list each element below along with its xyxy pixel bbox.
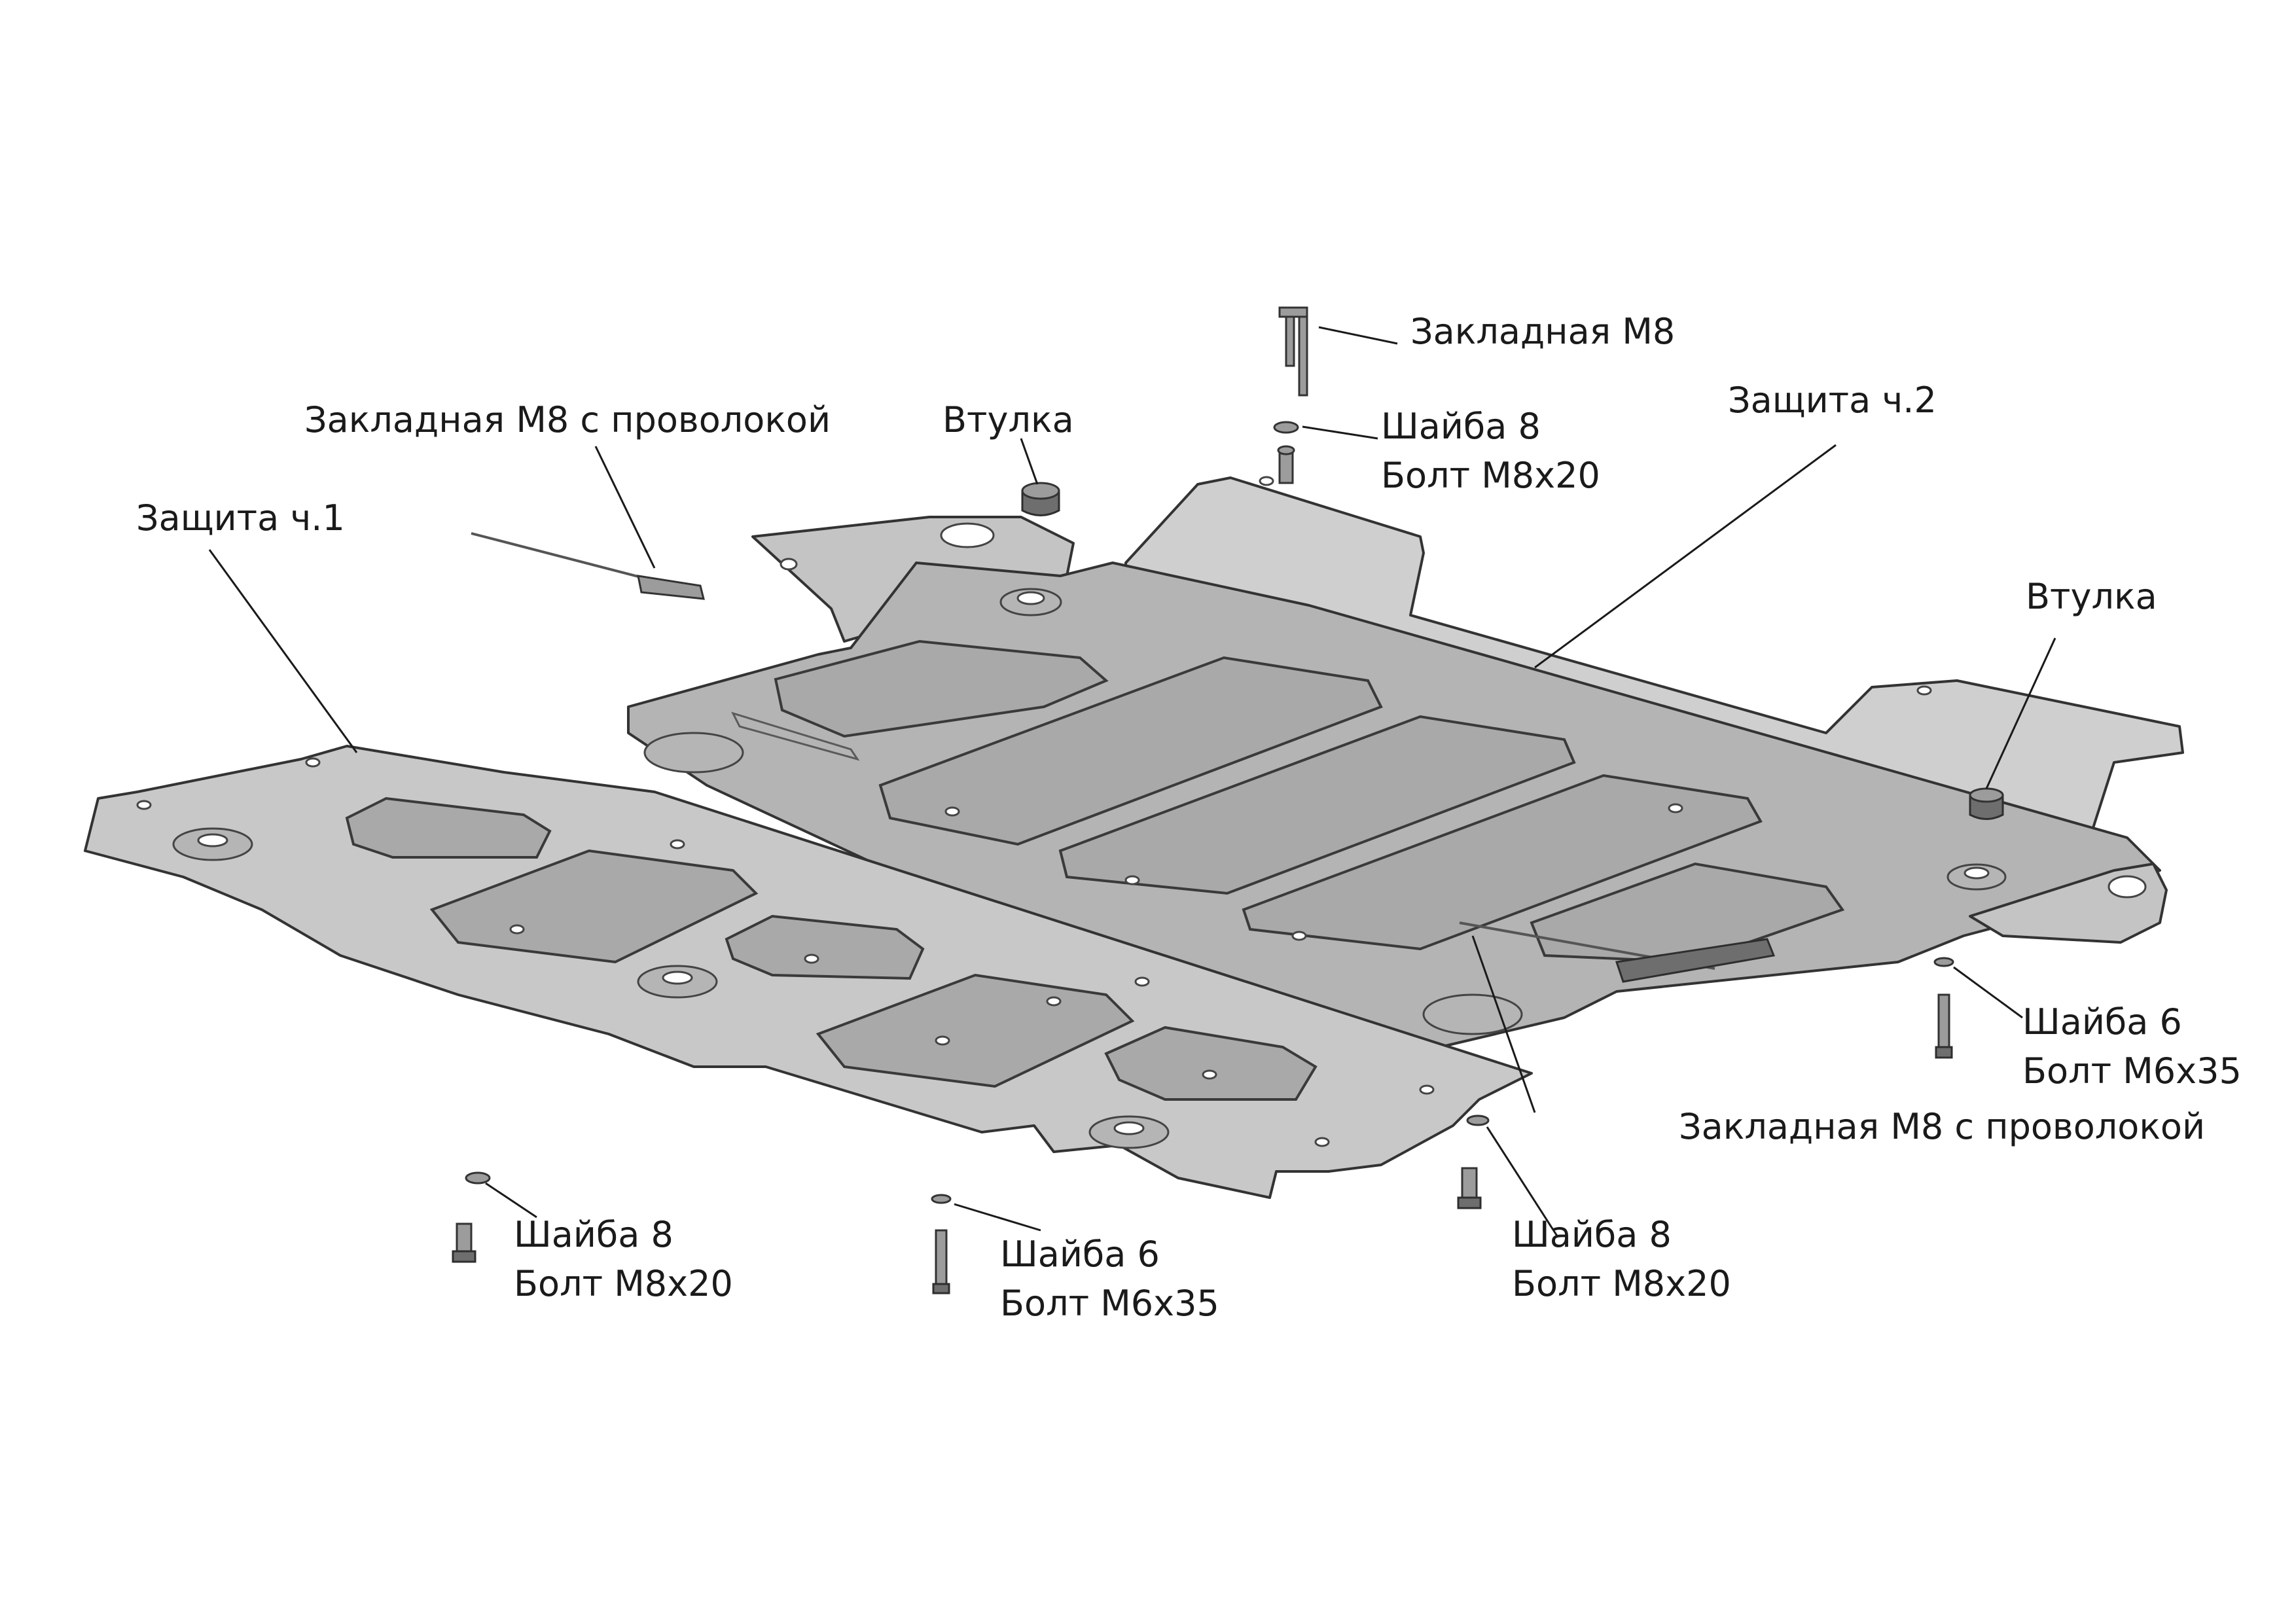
leader-lines	[208, 326, 2056, 1238]
label-bottom-middle-washer: Шайба 6	[1000, 1234, 1160, 1275]
label-right-bolt: Болт М6х35	[2022, 1050, 2242, 1092]
label-wire-insert-bottom: Закладная М8 с проволокой	[1679, 1106, 2205, 1147]
label-insert-m8: Закладная М8	[1410, 311, 1675, 352]
guard-part-1	[84, 745, 1533, 1199]
wire-insert-bottom	[1459, 921, 1776, 983]
label-wire-insert-top: Закладная М8 с проволокой	[304, 399, 831, 440]
label-bottom-right-bolt: Болт М8х20	[1512, 1263, 1731, 1304]
right-washer-and-bolt	[1933, 957, 1954, 1059]
label-guard-part-2: Защита ч.2	[1728, 380, 1937, 421]
label-bushing-right: Втулка	[2026, 576, 2157, 617]
label-bushing-left: Втулка	[942, 399, 1074, 440]
bottom-middle-washer-and-bolt	[931, 1194, 952, 1294]
label-bottom-left-washer: Шайба 8	[514, 1214, 673, 1255]
insert-m8	[1278, 306, 1308, 397]
bottom-left-washer-and-bolt	[452, 1171, 491, 1263]
label-bottom-right-washer: Шайба 8	[1512, 1214, 1672, 1255]
guard-part-2	[627, 476, 2184, 1061]
bushing-right	[1969, 787, 2004, 820]
label-right-washer: Шайба 6	[2022, 1001, 2182, 1043]
top-washer-and-bolt	[1273, 421, 1299, 484]
callout-labels: Защита ч.1 Защита ч.2 Закладная М8 с про…	[136, 311, 2242, 1324]
bottom-right-washer-and-bolt	[1457, 1115, 1490, 1209]
label-bottom-left-bolt: Болт М8х20	[514, 1263, 733, 1304]
bushing-left	[1021, 482, 1060, 516]
label-bottom-middle-bolt: Болт М6х35	[1000, 1283, 1219, 1324]
wire-insert-top	[471, 532, 705, 600]
label-guard-part-1: Защита ч.1	[136, 497, 345, 539]
label-top-washer: Шайба 8	[1381, 406, 1541, 447]
label-top-bolt: Болт М8х20	[1381, 455, 1600, 496]
